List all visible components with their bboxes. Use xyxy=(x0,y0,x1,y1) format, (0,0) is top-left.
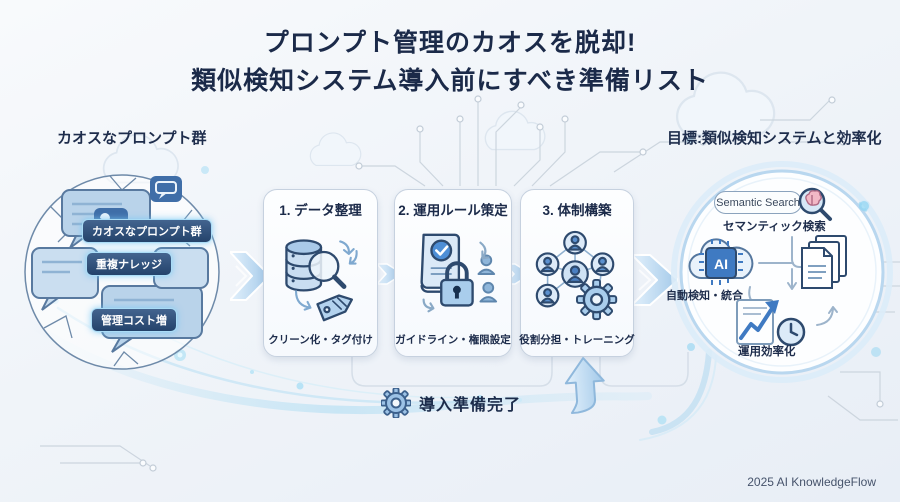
arrow-up-to-step3 xyxy=(564,357,605,414)
left-section-heading: カオスなプロンプト群 xyxy=(57,130,207,147)
step-2-title: 2. 運用ルール策定 xyxy=(398,203,508,218)
arrow-step1-to-step2 xyxy=(377,263,403,285)
tray-outline xyxy=(351,352,689,387)
chaos-tag-duplicates: 重複ナレッジ xyxy=(86,252,172,276)
goal-circle xyxy=(671,161,893,383)
efficiency-label: 運用効率化 xyxy=(738,346,796,358)
step-card-2: 2. 運用ルール策定 xyxy=(394,189,512,357)
ready-badge: 導入準備完了 xyxy=(381,388,521,418)
title-line-2: 類似検知システム導入前にすべき準備リスト xyxy=(191,67,709,95)
arrow-steps-to-goal xyxy=(632,254,678,306)
title-line-1: プロンプト管理のカオスを脱却! xyxy=(263,29,637,57)
step-3-title: 3. 体制構築 xyxy=(542,203,612,218)
magnifier-brain-icon xyxy=(798,187,832,221)
circuit-traces xyxy=(40,99,900,467)
step-1-title: 1. データ整理 xyxy=(279,203,362,218)
cloud-ai-chip-icon: AI xyxy=(688,238,754,285)
chaos-tag-prompts: カオスなプロンプト群 xyxy=(82,219,212,243)
gear-icon xyxy=(381,388,411,418)
ready-label: 導入準備完了 xyxy=(419,397,522,414)
documents-stack-icon xyxy=(801,235,847,289)
footer-credit: 2025 AI KnowledgeFlow xyxy=(747,475,876,489)
step-1-caption: クリーン化・タグ付け xyxy=(268,334,373,346)
step-card-3: 3. 体制構築 xyxy=(519,189,635,357)
step-card-1: 1. データ整理 xyxy=(263,189,378,357)
step-2-caption: ガイドライン・権限設定 xyxy=(395,334,511,346)
arrow-cluster-to-steps xyxy=(230,251,270,301)
goal-section-heading: 目標:類似検知システムと効率化 xyxy=(667,130,882,147)
chat-bubble-icon xyxy=(150,176,182,202)
gear-icon xyxy=(576,278,618,320)
cloud-icon xyxy=(102,71,776,184)
semantic-search-label: セマンティック検索 xyxy=(723,221,826,233)
database-search-tag-icon xyxy=(273,219,369,332)
growth-chart-clock-icon xyxy=(736,299,806,347)
rulebook-lock-users-icon xyxy=(403,219,503,332)
page-title: プロンプト管理のカオスを脱却! 類似検知システム導入前にすべき準備リスト xyxy=(0,24,900,100)
team-network-gear-icon xyxy=(528,219,626,332)
chaos-tag-cost: 管理コスト増 xyxy=(91,308,177,332)
auto-detect-label: 自動検知・統合 xyxy=(666,290,743,302)
circuit-nodes xyxy=(139,95,884,472)
ai-chip-label: AI xyxy=(714,256,728,272)
step-3-caption: 役割分担・トレーニング xyxy=(519,334,635,346)
semantic-search-badge: Semantic Search xyxy=(714,191,802,214)
